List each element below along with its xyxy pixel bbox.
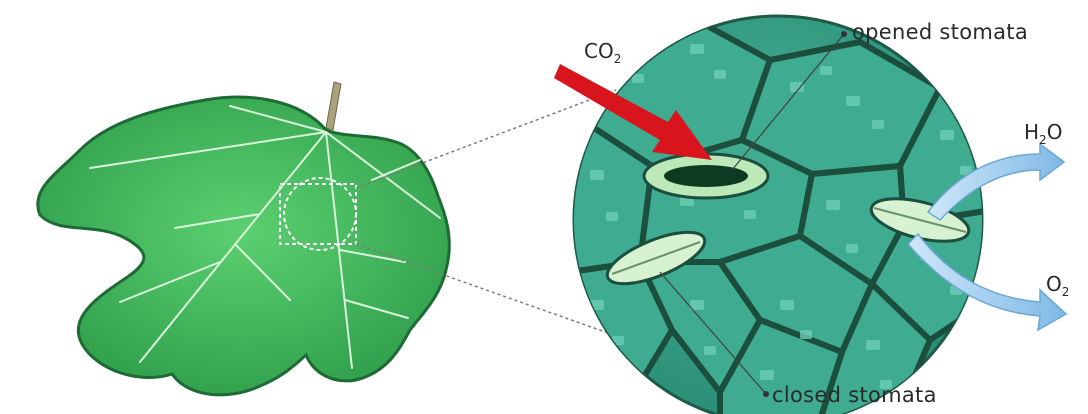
h2o-label: H2O: [1024, 120, 1062, 147]
o2-label: O2: [1046, 272, 1069, 299]
co2-base: CO: [584, 39, 614, 63]
opened-stoma: [644, 154, 768, 198]
closed-stomata-label: closed stomata: [772, 383, 937, 407]
h2o-sub: 2: [1039, 133, 1047, 147]
leaf: [38, 82, 450, 395]
opened-leader-dot: [841, 31, 847, 37]
closed-leader-dot: [763, 391, 769, 397]
h2o-rest: O: [1047, 120, 1063, 144]
leaf-blade: [38, 97, 450, 395]
leaf-stem: [326, 82, 341, 130]
co2-label: CO2: [584, 39, 621, 66]
opened-stomata-label: opened stomata: [852, 20, 1028, 44]
o2-sub: 2: [1062, 285, 1070, 299]
o2-base: O: [1046, 272, 1062, 296]
co2-sub: 2: [614, 52, 622, 66]
h2o-base: H: [1024, 120, 1039, 144]
